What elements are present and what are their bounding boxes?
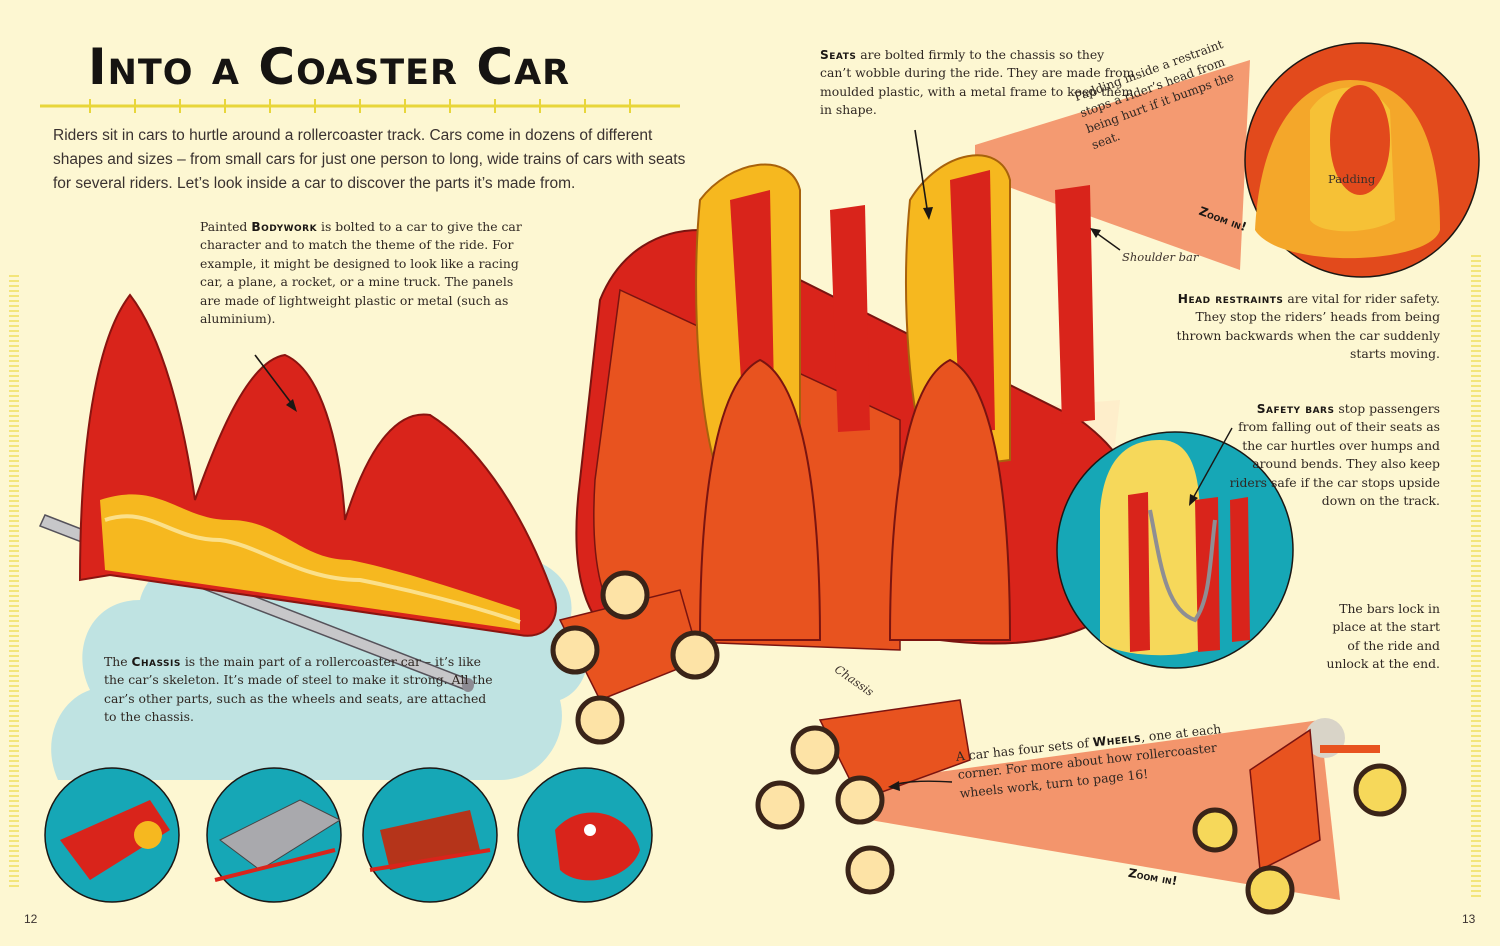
chassis-keyword: Chassis — [131, 655, 181, 669]
page-title: Into a Coaster Car — [88, 38, 571, 96]
plane-car-thumbnail — [206, 767, 342, 903]
seats-keyword: Seats — [820, 48, 857, 62]
chassis-caption: The Chassis is the main part of a roller… — [104, 653, 494, 727]
seats-caption: Seats are bolted firmly to the chassis s… — [820, 46, 1135, 120]
safety-bars-caption-2: The bars lock in place at the start of t… — [1326, 601, 1441, 672]
chassis-text: is the main part of a rollercoaster car … — [104, 654, 493, 725]
bodywork-text: is bolted to a car to give the car chara… — [200, 219, 522, 327]
bodywork-keyword: Bodywork — [251, 220, 318, 234]
seats-text: are bolted firmly to the chassis so they… — [820, 47, 1135, 118]
racing-car-thumbnail — [44, 767, 180, 903]
head-restraints-caption: Head restraints are vital for rider safe… — [1170, 290, 1440, 364]
safety-bars-caption: Safety bars stop passengers from falling… — [1228, 400, 1440, 510]
intro-paragraph: Riders sit in cars to hurtle around a ro… — [53, 127, 686, 192]
chassis-prefix: The — [104, 654, 128, 669]
bodywork-prefix: Painted — [200, 219, 248, 234]
safety-bars-keyword: Safety bars — [1256, 402, 1335, 416]
head-restraints-keyword: Head restraints — [1177, 292, 1284, 306]
safety-bars-text: stop passengers from falling out of thei… — [1229, 401, 1440, 509]
padding-label: Padding — [1328, 172, 1376, 186]
page-number-right: 13 — [1462, 912, 1476, 926]
head-restraints-text: are vital for rider safety. They stop th… — [1176, 291, 1440, 362]
shoulder-bar-label: Shoulder bar — [1122, 250, 1199, 264]
bodywork-caption: Painted Bodywork is bolted to a car to g… — [200, 218, 530, 328]
fish-car-thumbnail — [517, 767, 653, 903]
mine-truck-thumbnail — [362, 767, 498, 903]
title-underline — [40, 99, 680, 113]
page-number-left: 12 — [24, 912, 38, 926]
